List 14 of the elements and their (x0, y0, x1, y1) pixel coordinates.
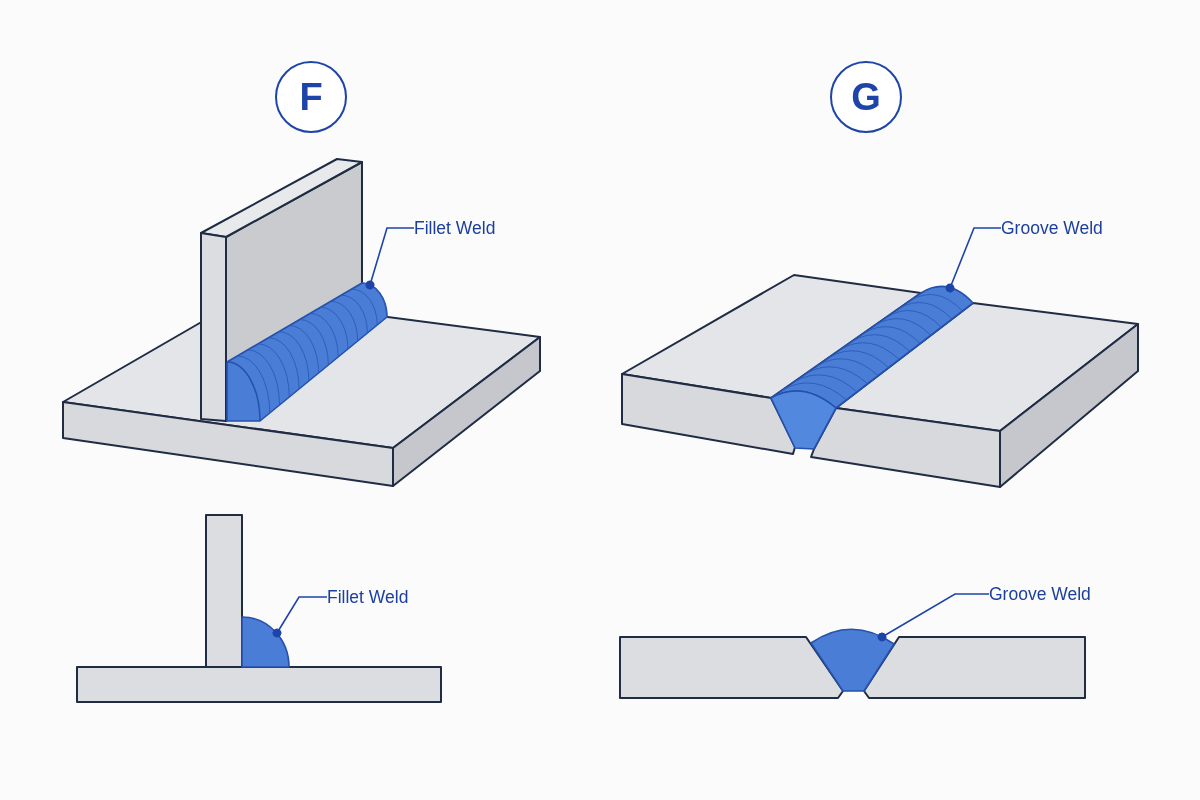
callout-label: Groove Weld (989, 584, 1091, 604)
section-letter: G (851, 78, 881, 116)
groove-weld-section (810, 627, 895, 692)
leader-line (272, 596, 328, 638)
callout-label: Groove Weld (1001, 218, 1103, 238)
fillet-weld-bead (226, 282, 388, 422)
leader-line (945, 227, 1002, 293)
leader-line (365, 227, 415, 290)
leader-line (877, 593, 990, 642)
fillet-weld-section (241, 616, 290, 668)
groove-weld-bead (770, 285, 974, 450)
callout-label: Fillet Weld (414, 218, 496, 238)
section-letter: F (299, 78, 323, 116)
callout-label: Fillet Weld (327, 587, 409, 607)
